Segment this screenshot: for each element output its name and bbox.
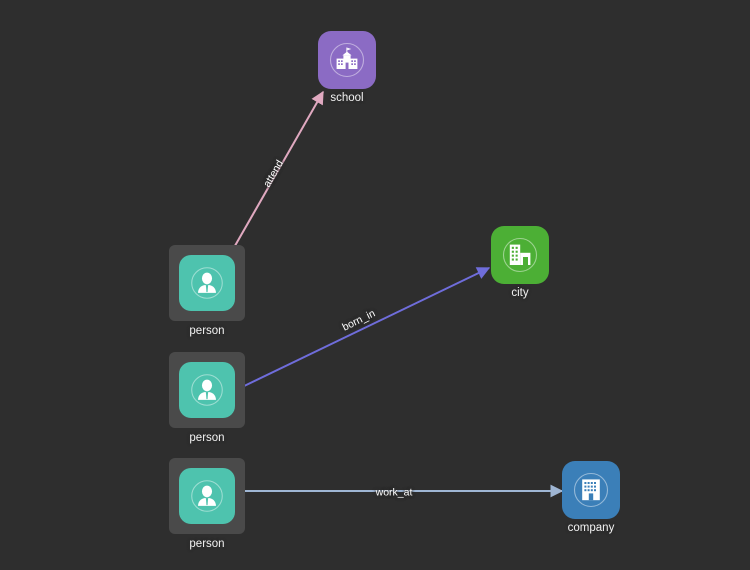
node-person-3-label: person	[189, 538, 225, 550]
node-school-shape[interactable]	[318, 31, 376, 89]
node-person-1-shape[interactable]	[179, 255, 235, 311]
city-building-icon	[502, 237, 538, 273]
edge-born-in[interactable]	[239, 267, 491, 389]
person-icon	[191, 267, 223, 299]
node-person-3-shape[interactable]	[179, 468, 235, 524]
school-building-icon	[329, 42, 365, 78]
node-company-label: company	[567, 522, 615, 534]
node-school-label: school	[330, 92, 364, 104]
node-city-shape[interactable]	[491, 226, 549, 284]
node-company-shape[interactable]	[562, 461, 620, 519]
office-building-icon	[573, 472, 609, 508]
edge-attend[interactable]	[227, 90, 324, 259]
node-person-1-label: person	[189, 325, 225, 337]
node-person-2-shape[interactable]	[179, 362, 235, 418]
person-icon	[191, 480, 223, 512]
person-icon	[191, 374, 223, 406]
node-person-2-label: person	[189, 432, 225, 444]
node-city-label: city	[511, 287, 529, 299]
